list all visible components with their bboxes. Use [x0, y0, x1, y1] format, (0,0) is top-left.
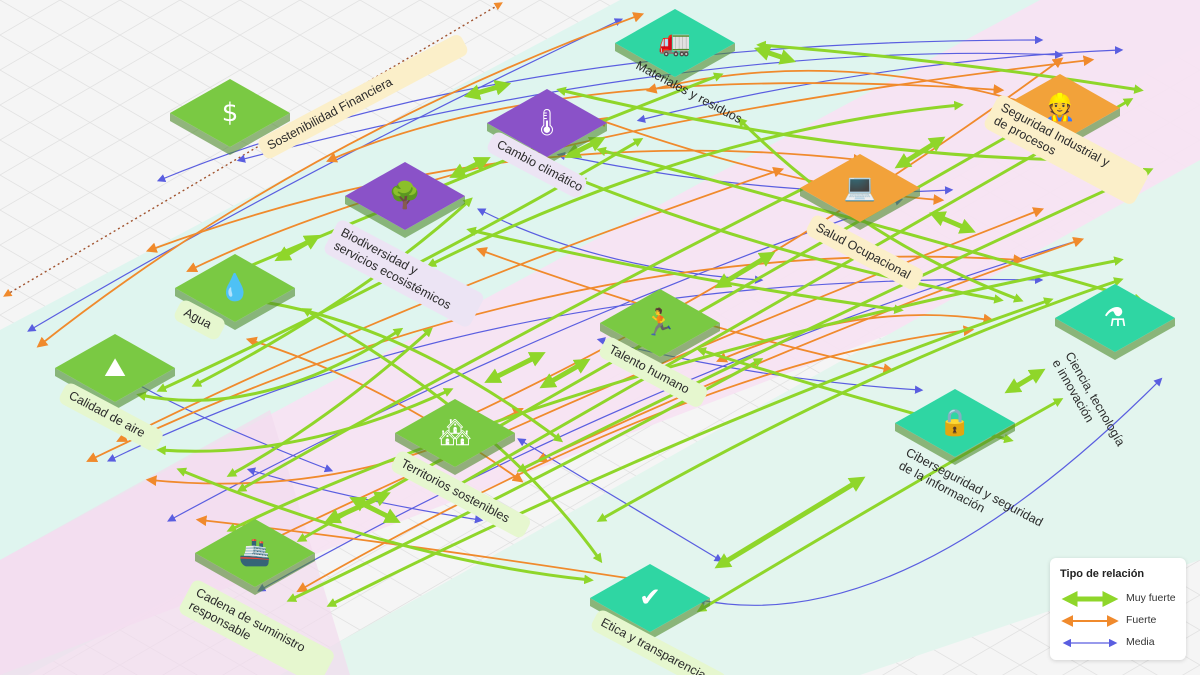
muy-fuerte-connection-14	[696, 398, 1064, 612]
short-arrow-9	[349, 497, 401, 523]
tile-side	[170, 113, 290, 155]
port-icon: 🚢	[239, 538, 271, 568]
short-arrow-5	[714, 251, 776, 289]
short-arrow-4	[539, 358, 591, 389]
short-arrow-7	[929, 211, 976, 234]
tile-top	[615, 9, 735, 77]
label-bg	[258, 35, 468, 159]
tile-top	[600, 289, 720, 357]
short-arrow-2	[564, 137, 606, 158]
label-bg	[591, 610, 726, 675]
tile-top	[395, 399, 515, 467]
legend-title: Tipo de relación	[1060, 568, 1145, 580]
tile-top	[1055, 284, 1175, 352]
muy-fuerte-connection-22	[226, 327, 433, 477]
legend-label-muy-fuerte: Muy fuerte	[1126, 592, 1176, 604]
tile-top	[895, 389, 1015, 457]
forest-icon: 🌳	[389, 179, 421, 211]
tile-top	[195, 519, 315, 587]
tile-top	[590, 564, 710, 632]
tile-salud: 💻	[800, 154, 920, 230]
garbage-truck-icon: 🚛	[659, 28, 691, 58]
label-bg	[487, 132, 587, 198]
label-bg	[806, 215, 923, 290]
tile-territorios: 🏘	[395, 399, 515, 475]
tile-cadena: 🚢	[195, 519, 315, 595]
tile-financiera: $	[170, 79, 290, 155]
label-bg	[391, 451, 530, 538]
legend: Tipo de relación Muy fuerte Fuerte Media	[1050, 558, 1186, 660]
short-arrow-12	[463, 79, 512, 101]
short-arrow-13	[753, 45, 797, 65]
tile-side	[345, 196, 465, 238]
short-arrow-1	[274, 234, 321, 262]
legend-label-fuerte: Fuerte	[1126, 614, 1157, 626]
label-bg	[984, 95, 1148, 204]
lab-icon: ⚗	[1103, 303, 1126, 333]
tile-side	[1055, 318, 1175, 360]
office-icon: 💻	[844, 173, 876, 203]
node-tiles: $ 🚛 🌡 🌳 💧 ⛰ 👷 💻 🏃 🏘 ⚗ 🔒 🚢 ✔	[55, 9, 1175, 640]
short-arrow-10	[1004, 368, 1046, 394]
tile-materiales: 🚛	[615, 9, 735, 85]
tile-top	[55, 334, 175, 402]
short-arrow-3	[484, 352, 546, 383]
label-bg	[179, 580, 334, 675]
short-arrow-0	[449, 157, 491, 178]
legend-item-muy-fuerte: Muy fuerte	[1060, 590, 1180, 608]
short-green-arrows	[274, 45, 1046, 569]
thermometer-globe-icon: 🌡	[530, 108, 563, 138]
tile-biodiversidad: 🌳	[345, 162, 465, 238]
tile-top	[487, 89, 607, 157]
short-arrow-11	[714, 476, 866, 569]
label-bg	[324, 220, 484, 327]
label-bg	[174, 300, 225, 340]
tile-top	[170, 79, 290, 147]
tile-top	[175, 254, 295, 322]
tile-ciber: 🔒	[895, 389, 1015, 465]
finance-icon: $	[222, 98, 239, 128]
monitor-lock-icon: 🔒	[939, 408, 971, 438]
label-bg	[599, 337, 708, 407]
workers-icon: 👷	[1044, 92, 1076, 123]
label-bg	[59, 383, 163, 451]
tile-side	[195, 553, 315, 595]
muy-fuerte-connection-21	[756, 40, 1144, 94]
tile-top	[345, 162, 465, 230]
muy-fuerte-connection-25	[737, 117, 1024, 303]
legend-item-media: Media	[1060, 634, 1180, 652]
muy-fuerte-connection-23	[176, 467, 594, 585]
success-runner-icon: 🏃	[644, 307, 676, 338]
dam-icon: 💧	[219, 272, 251, 303]
legend-label-media: Media	[1126, 636, 1155, 648]
tile-side	[895, 423, 1015, 465]
tile-side	[800, 188, 920, 230]
tile-top	[800, 154, 920, 222]
town-icon: 🏘	[438, 418, 471, 448]
tile-side	[395, 433, 515, 475]
tile-ciencia: ⚗	[1055, 284, 1175, 360]
short-arrow-6	[894, 136, 946, 169]
tile-side	[615, 43, 735, 85]
shield-check-icon: ✔	[639, 583, 661, 613]
mountains-icon: ⛰	[104, 353, 126, 383]
legend-item-fuerte: Fuerte	[1060, 612, 1180, 630]
